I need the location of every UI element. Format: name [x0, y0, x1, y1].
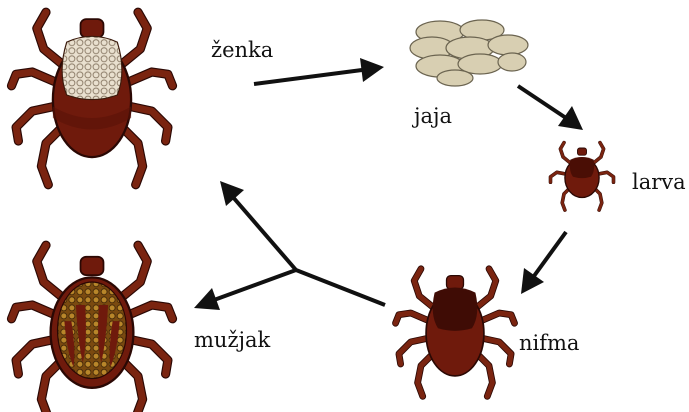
arrow-fork-to-female-head — [220, 181, 244, 206]
eggs-cluster — [410, 20, 528, 86]
label-male: mužjak — [194, 330, 270, 351]
label-nymph: nifma — [519, 333, 579, 354]
arrow-eggs-to-larva — [518, 86, 566, 118]
arrow-eggs-to-larva-head — [558, 106, 583, 130]
arrow-larva-to-nymph — [534, 232, 566, 276]
nymph-tick — [396, 269, 515, 397]
label-eggs: jaja — [414, 106, 452, 127]
arrow-larva-to-nymph-head — [521, 268, 544, 294]
arrow-fork-to-male — [214, 270, 296, 300]
arrow-female-to-eggs — [254, 70, 362, 84]
arrow-fork-to-female — [232, 196, 296, 270]
female-tick — [12, 12, 173, 185]
label-larva: larva — [632, 172, 686, 193]
arrow-female-to-eggs-head — [360, 58, 384, 82]
larva-tick — [551, 143, 614, 211]
arrows — [194, 58, 583, 310]
male-tick — [12, 245, 173, 412]
label-female: ženka — [211, 40, 273, 61]
arrow-nymph-to-fork — [296, 270, 385, 305]
